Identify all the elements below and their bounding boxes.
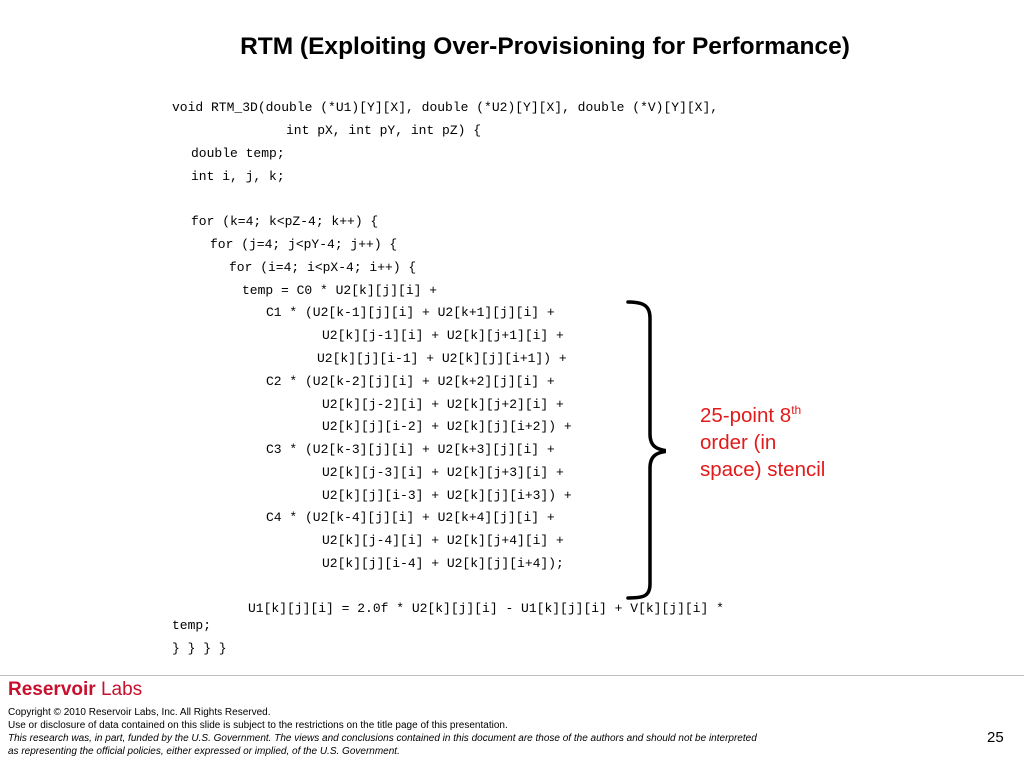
- footer-legal: Copyright © 2010 Reservoir Labs, Inc. Al…: [8, 706, 757, 758]
- code-line: for (j=4; j<pY-4; j++) {: [210, 237, 398, 252]
- code-line: for (i=4; i<pX-4; i++) {: [229, 260, 417, 275]
- annotation-line3: space) stencil: [700, 458, 826, 481]
- footer-divider: [0, 675, 1024, 676]
- code-line: U2[k][j][i-3] + U2[k][j][i+3]) +: [322, 488, 572, 503]
- code-line: C4 * (U2[k-4][j][i] + U2[k+4][j][i] +: [266, 510, 555, 525]
- code-line: for (k=4; k<pZ-4; k++) {: [191, 214, 379, 229]
- code-line: C3 * (U2[k-3][j][i] + U2[k+3][j][i] +: [266, 442, 555, 457]
- code-line: temp = C0 * U2[k][j][i] +: [242, 283, 438, 298]
- annotation-line2: order (in: [700, 431, 777, 454]
- page-number: 25: [987, 729, 1004, 746]
- funding-text-line2: as representing the official policies, e…: [8, 746, 400, 757]
- reservoir-labs-logo: Reservoir Labs: [8, 679, 142, 701]
- code-line: U1[k][j][i] = 2.0f * U2[k][j][i] - U1[k]…: [248, 601, 724, 616]
- code-line: U2[k][j-1][i] + U2[k][j+1][i] +: [322, 328, 564, 343]
- curly-brace: [626, 300, 666, 600]
- logo-light-text: Labs: [100, 679, 143, 700]
- code-line: double temp;: [191, 146, 285, 161]
- logo-strong-text: Reservoir: [8, 679, 96, 700]
- code-line: int i, j, k;: [191, 169, 285, 184]
- disclosure-text: Use or disclosure of data contained on t…: [8, 720, 508, 731]
- code-line: U2[k][j][i-4] + U2[k][j][i+4]);: [322, 556, 564, 571]
- code-line: C2 * (U2[k-2][j][i] + U2[k+2][j][i] +: [266, 374, 555, 389]
- code-line: U2[k][j-2][i] + U2[k][j+2][i] +: [322, 397, 564, 412]
- code-line: int pX, int pY, int pZ) {: [286, 123, 482, 138]
- code-line: U2[k][j-3][i] + U2[k][j+3][i] +: [322, 465, 564, 480]
- slide-title: RTM (Exploiting Over-Provisioning for Pe…: [240, 33, 850, 60]
- code-line: U2[k][j-4][i] + U2[k][j+4][i] +: [322, 533, 564, 548]
- code-line: void RTM_3D(double (*U1)[Y][X], double (…: [172, 100, 719, 115]
- annotation-superscript: th: [791, 403, 802, 417]
- annotation-line1: 25-point 8: [700, 404, 792, 427]
- code-line: } } } }: [172, 641, 227, 656]
- stencil-annotation: 25-point 8th order (in space) stencil: [700, 402, 900, 483]
- copyright-text: Copyright © 2010 Reservoir Labs, Inc. Al…: [8, 707, 271, 718]
- code-line: U2[k][j][i-2] + U2[k][j][i+2]) +: [322, 419, 572, 434]
- code-line: U2[k][j][i-1] + U2[k][j][i+1]) +: [317, 351, 567, 366]
- code-line: temp;: [172, 618, 212, 633]
- code-line: C1 * (U2[k-1][j][i] + U2[k+1][j][i] +: [266, 305, 555, 320]
- funding-text-line1: This research was, in part, funded by th…: [8, 733, 757, 744]
